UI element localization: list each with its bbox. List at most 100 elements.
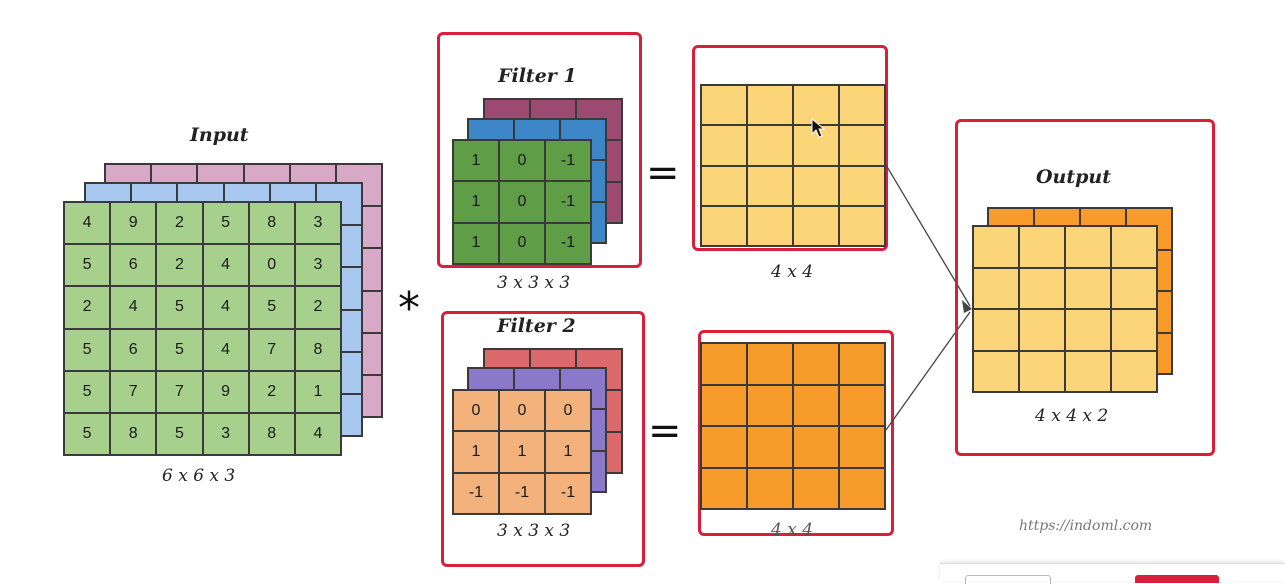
input-cell: 7	[110, 370, 157, 413]
output-title: Output	[1036, 166, 1112, 188]
result2-cell	[793, 426, 839, 468]
filter1-cell: 1	[453, 222, 499, 264]
input-cell: 2	[248, 370, 295, 413]
input-cell: 3	[294, 202, 341, 245]
result1-feature-map	[700, 84, 886, 247]
filter2-cell: 1	[499, 431, 545, 473]
input-cell: 5	[64, 328, 111, 371]
result2-cell	[701, 343, 747, 385]
filter1-cell: -1	[545, 140, 591, 182]
input-cell: 5	[156, 412, 203, 455]
result1-cell	[793, 205, 839, 246]
result2-cell	[701, 467, 747, 509]
input-cell: 8	[110, 412, 157, 455]
input-cell: 1	[294, 370, 341, 413]
output-channel-1	[972, 225, 1158, 393]
result1-cell	[701, 85, 747, 126]
output-highlight-box	[955, 119, 1215, 456]
input-cell: 6	[110, 244, 157, 287]
filter2-cell: 1	[545, 431, 591, 473]
bottom-dialog-edge	[940, 563, 1285, 584]
result1-cell	[701, 165, 747, 206]
input-cell: 4	[110, 286, 157, 329]
filter1-cell: 0	[499, 181, 545, 223]
output-cell	[1065, 267, 1111, 309]
result2-cell	[747, 384, 793, 426]
input-cell: 2	[294, 286, 341, 329]
output-cell	[973, 267, 1019, 309]
input-cell: 9	[202, 370, 249, 413]
input-cell: 5	[202, 202, 249, 245]
input-cell: 4	[294, 412, 341, 455]
output-cell	[1019, 309, 1065, 351]
result1-cell	[793, 165, 839, 206]
output-cell	[973, 309, 1019, 351]
mouse-cursor-icon	[811, 118, 825, 138]
filter1-cell: -1	[545, 181, 591, 223]
filter2-cell: 1	[453, 431, 499, 473]
result2-cell	[839, 384, 885, 426]
output-cell	[1019, 226, 1065, 268]
filter1-highlight-box	[437, 32, 642, 268]
equals-sign-1: =	[646, 150, 680, 196]
source-watermark: https://indoml.com	[1019, 518, 1153, 534]
filter2-title: Filter 2	[497, 315, 576, 337]
input-cell: 5	[64, 370, 111, 413]
result2-feature-map	[700, 342, 886, 510]
input-cell: 4	[202, 244, 249, 287]
output-dims-label: 4 x 4 x 2	[1035, 406, 1109, 426]
filter2-highlight-box	[441, 311, 645, 567]
dialog-primary-button[interactable]	[1135, 575, 1219, 583]
connector-arrowhead	[962, 300, 972, 313]
result2-cell	[701, 384, 747, 426]
input-cell: 4	[64, 202, 111, 245]
result1-cell	[839, 85, 885, 126]
result2-cell	[747, 343, 793, 385]
filter2-dims-label: 3 x 3 x 3	[497, 521, 571, 541]
input-cell: 5	[248, 286, 295, 329]
result1-cell	[747, 85, 793, 126]
input-cell: 2	[156, 202, 203, 245]
input-cell: 2	[64, 286, 111, 329]
result1-highlight-box	[692, 45, 888, 251]
filter1-cell: 1	[453, 181, 499, 223]
input-cell: 8	[248, 202, 295, 245]
equals-sign-2: =	[648, 408, 682, 454]
input-cell: 0	[248, 244, 295, 287]
input-cell: 5	[64, 412, 111, 455]
output-cell	[1111, 267, 1157, 309]
filter2-cell: 0	[545, 390, 591, 432]
filter1-cell: 0	[499, 140, 545, 182]
convolution-operator: *	[398, 283, 420, 334]
result1-cell	[747, 165, 793, 206]
result2-cell	[793, 467, 839, 509]
input-cell: 4	[202, 328, 249, 371]
filter2-cell: -1	[499, 472, 545, 514]
input-cell: 8	[248, 412, 295, 455]
filter1-cell: 1	[453, 140, 499, 182]
input-cell: 7	[248, 328, 295, 371]
filter1-cell: -1	[545, 222, 591, 264]
input-cell: 9	[110, 202, 157, 245]
result2-cell	[701, 426, 747, 468]
result1-cell	[839, 125, 885, 166]
input-dims-label: 6 x 6 x 3	[162, 466, 236, 486]
result2-highlight-box	[698, 330, 894, 536]
output-cell	[1111, 350, 1157, 392]
result1-cell	[839, 205, 885, 246]
input-cell: 5	[64, 244, 111, 287]
result1-dims-label: 4 x 4	[771, 262, 814, 282]
input-cell: 3	[202, 412, 249, 455]
input-cell: 4	[202, 286, 249, 329]
output-cell	[1065, 226, 1111, 268]
filter1-dims-label: 3 x 3 x 3	[497, 273, 571, 293]
filter2-cell: -1	[453, 472, 499, 514]
result2-cell	[747, 467, 793, 509]
result1-cell	[701, 125, 747, 166]
filter2-cell: 0	[499, 390, 545, 432]
result1-cell	[747, 205, 793, 246]
result2-cell	[839, 467, 885, 509]
